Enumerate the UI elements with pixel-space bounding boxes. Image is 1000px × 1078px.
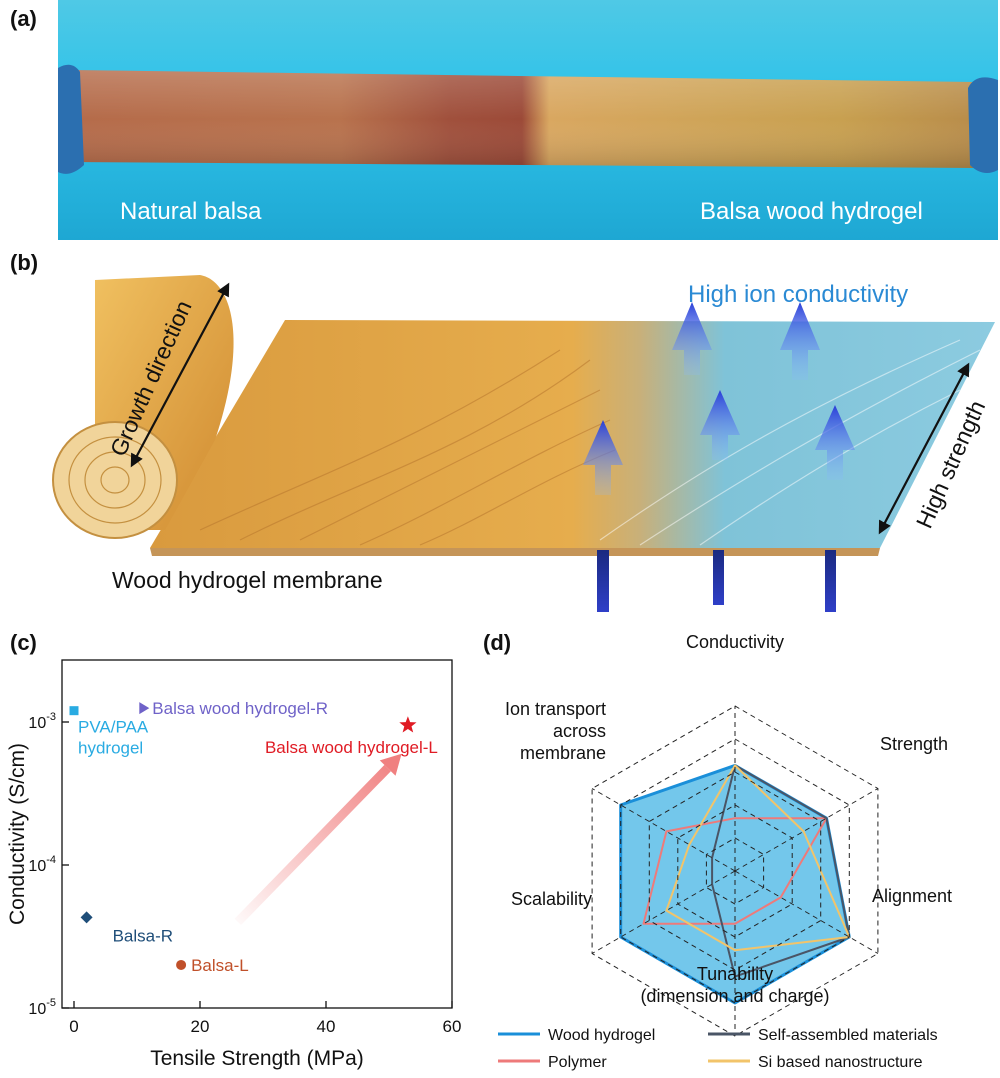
x-tick-label: 20 — [191, 1017, 210, 1036]
axis-label-strength: Strength — [880, 734, 948, 754]
axis-label-tunability-dimension-and-charge-: (dimension and charge) — [640, 986, 829, 1006]
legend-label-polymer: Polymer — [548, 1054, 607, 1071]
x-tick-label: 60 — [443, 1017, 462, 1036]
point-label-pva-paa-hydrogel: hydrogel — [78, 739, 143, 758]
axis-label-scalability: Scalability — [511, 889, 592, 909]
panel-b-letter: (b) — [10, 250, 39, 275]
left-glove — [58, 64, 84, 174]
point-balsa-r — [80, 911, 93, 924]
membrane-sheet — [150, 320, 995, 548]
high-ion-conductivity-label: High ion conductivity — [688, 281, 908, 308]
wood-hydrogel-membrane-label: Wood hydrogel membrane — [112, 567, 383, 593]
point-balsa-wood-hydrogel-l — [399, 716, 417, 733]
y-tick-label: 10-5 — [28, 997, 56, 1018]
point-pva-paa-hydrogel — [69, 706, 79, 716]
radar-grid-ring — [620, 738, 850, 1004]
point-balsa-wood-hydrogel-r — [139, 702, 150, 715]
legend-label-self-assembled-materials: Self-assembled materials — [758, 1027, 938, 1044]
panel-d-letter: (d) — [483, 630, 512, 655]
axis-label-tunability-dimension-and-charge-: Tunability — [697, 964, 773, 984]
growth-direction-arrow — [130, 282, 230, 468]
point-label-balsa-wood-hydrogel-r: Balsa wood hydrogel-R — [152, 699, 328, 718]
balsa-photo: Natural balsa Balsa wood hydrogel — [58, 0, 998, 240]
point-label-balsa-l: Balsa-L — [191, 956, 249, 975]
y-tick-label: 10-4 — [28, 854, 56, 875]
point-label-balsa-wood-hydrogel-l: Balsa wood hydrogel-L — [265, 738, 438, 757]
ion-flow-arrows — [583, 302, 855, 495]
plot-frame — [61, 659, 453, 1009]
series-self-assembled-materials — [711, 764, 851, 978]
radar-spoke — [591, 788, 736, 872]
property-radar-chart: ConductivityStrengthAlignmentTunability(… — [498, 632, 952, 1071]
y-axis-label: Conductivity (S/cm) — [6, 743, 29, 925]
wood-hydrogel-schematic: Growth direction High ion conductivity H… — [52, 275, 995, 612]
ion-source-posts — [597, 550, 836, 612]
balsa-strip-illustration — [58, 64, 998, 174]
high-strength-arrow — [878, 362, 970, 535]
legend-label-si-based-nanostructure: Si based nanostructure — [758, 1054, 923, 1071]
point-balsa-l — [176, 959, 187, 970]
axis-label-conductivity: Conductivity — [686, 632, 784, 652]
right-glove — [968, 77, 998, 174]
trend-arrow — [234, 764, 391, 926]
axis-label-ion-transport-across-membrane: membrane — [520, 743, 606, 763]
axis-label-ion-transport-across-membrane: across — [553, 721, 606, 741]
radar-grid-ring — [705, 837, 765, 905]
axis-label-ion-transport-across-membrane: Ion transport — [505, 699, 606, 719]
y-tick-label: 10-3 — [28, 711, 56, 732]
axis-label-alignment: Alignment — [872, 886, 952, 906]
legend-label-wood-hydrogel: Wood hydrogel — [548, 1027, 655, 1044]
natural-balsa-label: Natural balsa — [120, 198, 262, 225]
balsa-wood-hydrogel-label: Balsa wood hydrogel — [700, 198, 923, 225]
trend-arrow-head — [379, 753, 402, 776]
x-tick-label: 40 — [317, 1017, 336, 1036]
panel-c-letter: (c) — [10, 630, 37, 655]
panel-a-letter: (a) — [10, 6, 37, 31]
radar-spoke — [734, 870, 879, 954]
series-si-based-nanostructure — [665, 764, 851, 952]
x-axis-label: Tensile Strength (MPa) — [150, 1047, 364, 1070]
point-label-balsa-r: Balsa-R — [113, 926, 173, 945]
point-label-pva-paa-hydrogel: PVA/PAA — [78, 718, 149, 737]
radar-spoke — [734, 788, 879, 872]
radar-spoke — [591, 870, 736, 954]
x-tick-label: 0 — [69, 1017, 78, 1036]
